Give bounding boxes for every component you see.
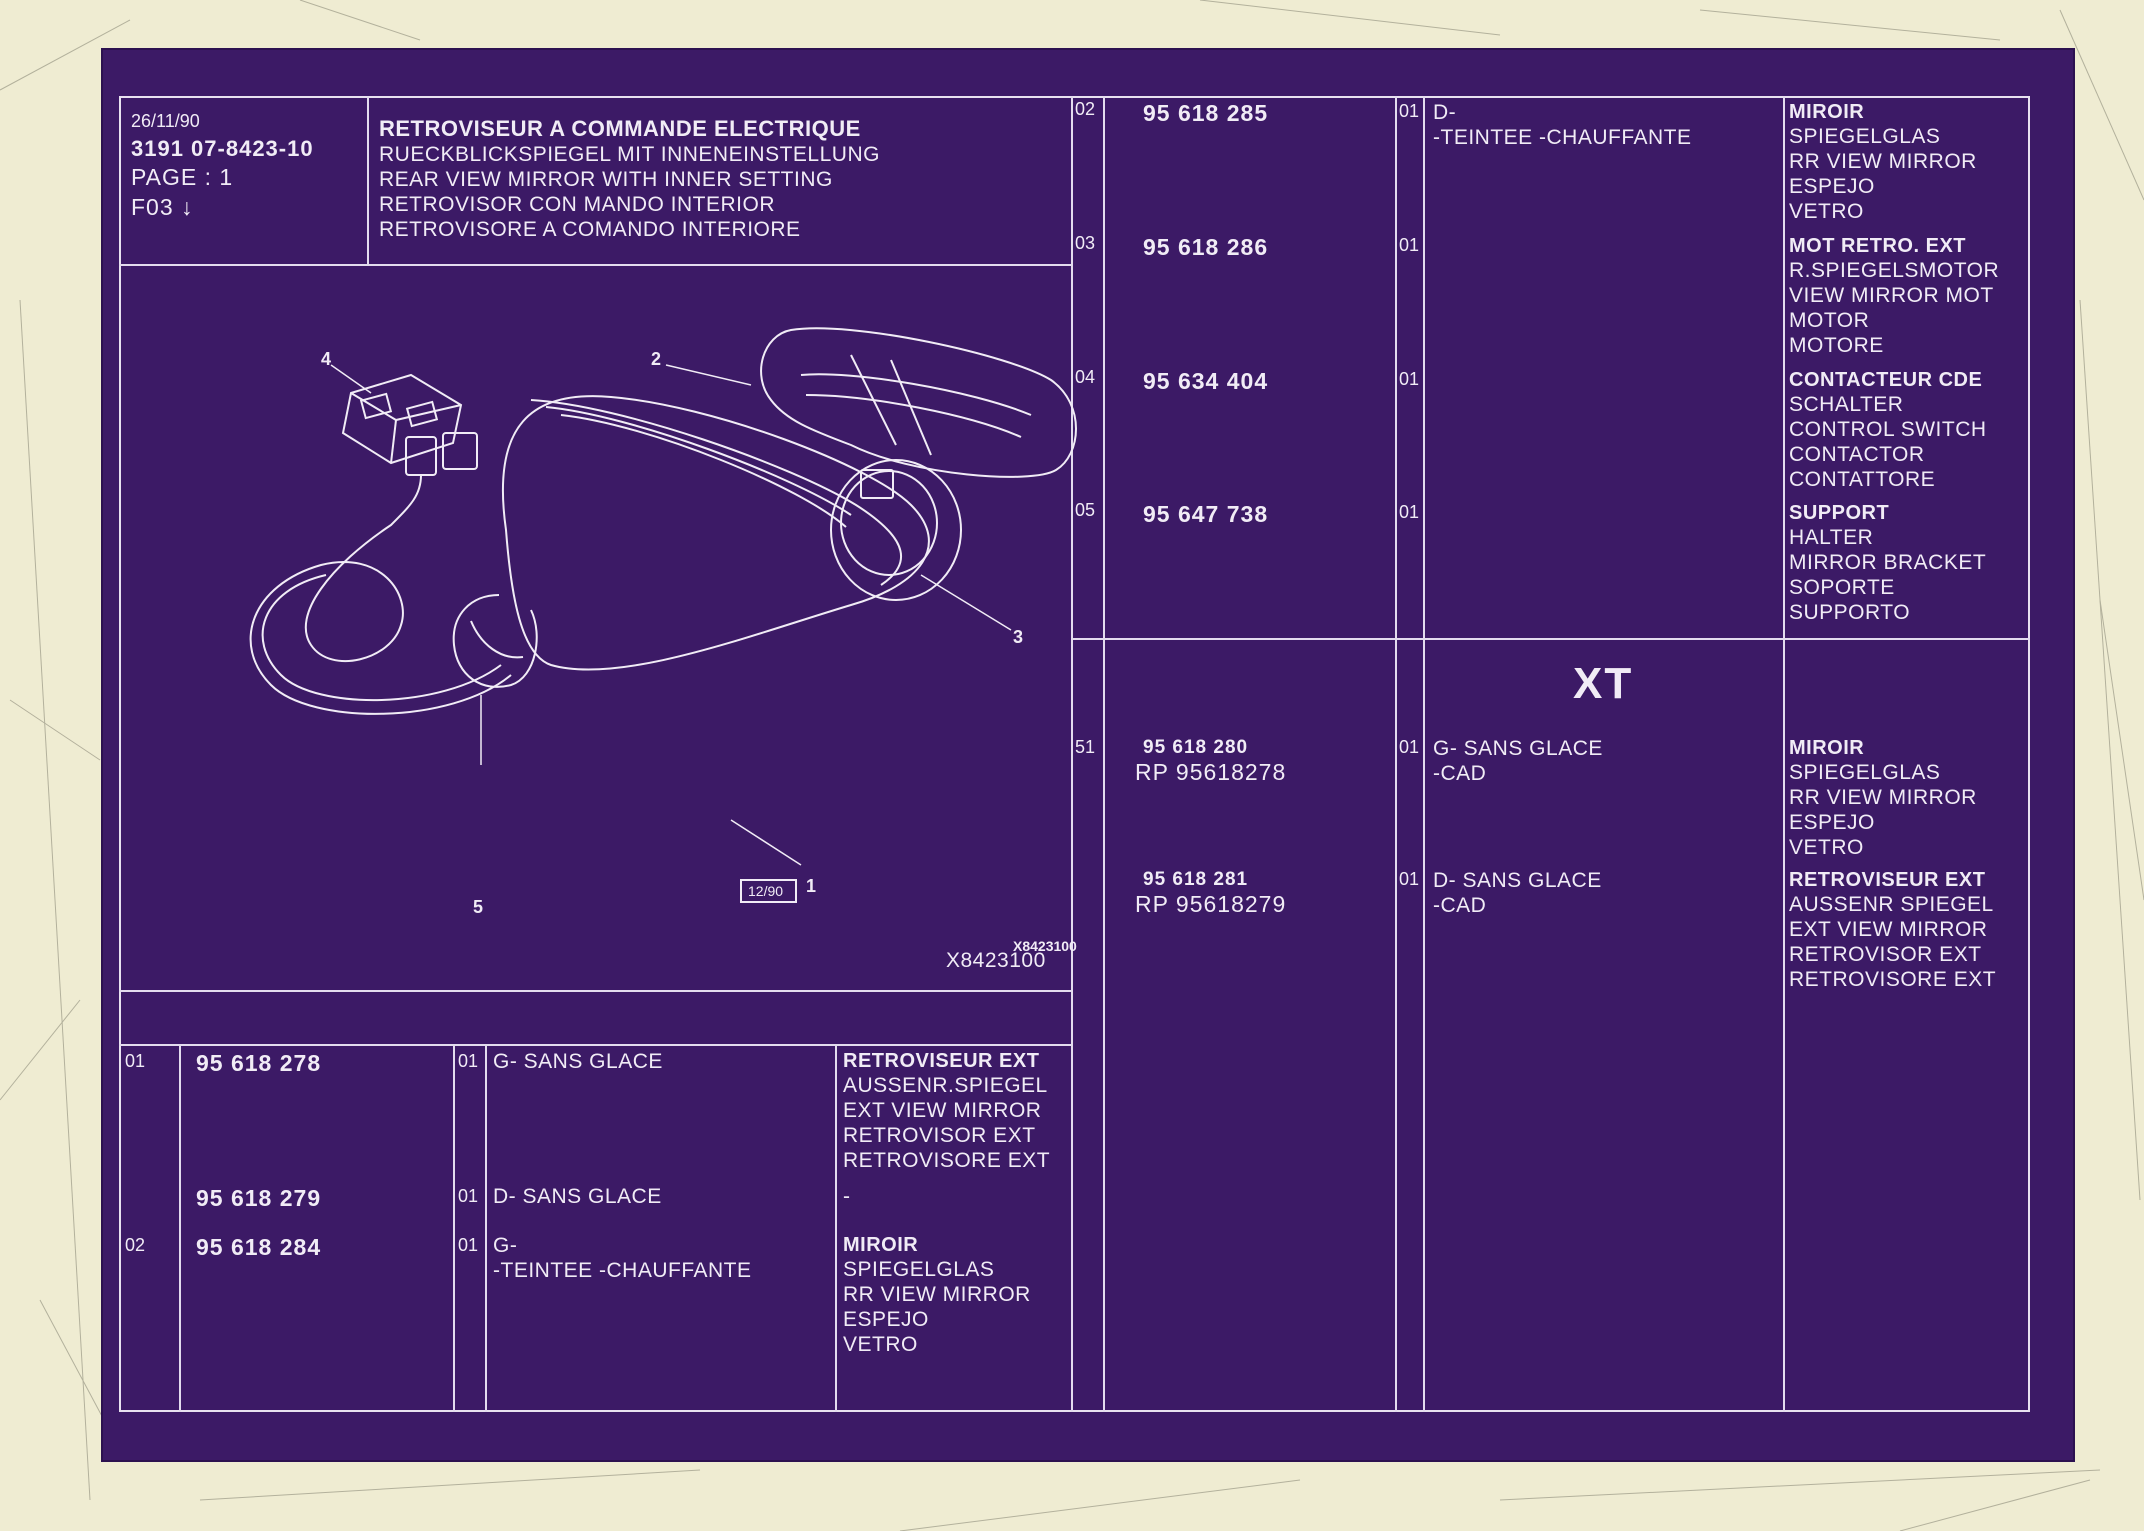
exploded-view-diagram: 1 2 3 4 5 12/90 X8423100 (249, 327, 1077, 954)
right-row-1-variant: D- -TEINTEE -CHAUFFANTE (1433, 101, 1692, 149)
rule-diagram-bottom (119, 990, 1073, 992)
rule-left-variant (485, 1044, 487, 1412)
xt-row-2-rp: RP 95618279 (1135, 891, 1287, 917)
right-row-1-item: 02 (1075, 99, 1096, 119)
sheet-code: 3191 07-8423-10 (131, 136, 314, 161)
title-it: RETROVISORE A COMANDO INTERIORE (379, 218, 801, 241)
right-row-1-desc: MIROIR SPIEGELGLAS RR VIEW MIRROR ESPEJO… (1789, 101, 1977, 223)
xt-row-2-part: 95 618 281 (1143, 869, 1249, 890)
left-row-2-variant: D- SANS GLACE (493, 1185, 662, 1208)
right-row-3-part: 95 634 404 (1143, 368, 1269, 394)
left-row-2-part: 95 618 279 (196, 1185, 322, 1211)
right-row-3-item: 04 (1075, 367, 1096, 387)
sheet-frame (119, 96, 2030, 1412)
rule-center (1071, 96, 1073, 1412)
left-row-2-qty: 01 (458, 1186, 479, 1206)
right-row-4-part: 95 647 738 (1143, 501, 1269, 527)
left-row-1-part: 95 618 278 (196, 1050, 322, 1076)
right-row-2-desc: MOT RETRO. EXT R.SPIEGELSMOTOR VIEW MIRR… (1789, 235, 2000, 357)
rule-right-desc (1783, 96, 1785, 1412)
rule-right-item (1103, 96, 1105, 1412)
rule-left-item (179, 1044, 181, 1412)
left-row-1-variant: G- SANS GLACE (493, 1050, 663, 1073)
diagram-ref-large: X8423100 (946, 949, 1046, 972)
diagram-stamp: 12/90 (748, 883, 783, 899)
sheet-ref: F03 ↓ (131, 194, 194, 220)
rule-right-variant (1423, 96, 1425, 1412)
xt-row-1-rp: RP 95618278 (1135, 759, 1287, 785)
rule-left-qty (453, 1044, 455, 1412)
xt-row-2-qty: 01 (1399, 869, 1420, 889)
rule-right-qty (1395, 96, 1397, 1412)
callout-4: 4 (321, 349, 331, 369)
left-row-1-item: 01 (125, 1051, 146, 1071)
xt-row-2-desc: RETROVISEUR EXT AUSSENR SPIEGEL EXT VIEW… (1789, 869, 1997, 991)
motor-drawing (830, 459, 962, 601)
xt-row-1-qty: 01 (1399, 737, 1420, 757)
right-row-2-item: 03 (1075, 233, 1096, 253)
xt-row-1-part: 95 618 280 (1143, 737, 1249, 758)
left-row-3-qty: 01 (458, 1235, 479, 1255)
left-row-2-desc: - (843, 1185, 851, 1208)
mirror-housing-drawing (501, 395, 930, 671)
rule-table-top (119, 1044, 1073, 1046)
xt-row-1-variant: G- SANS GLACE -CAD (1433, 737, 1603, 785)
right-row-1-part: 95 618 285 (1143, 100, 1269, 126)
right-row-4-item: 05 (1075, 500, 1096, 520)
leader-lines (330, 364, 1012, 866)
left-row-3-part: 95 618 284 (196, 1234, 322, 1260)
rule-xt (1071, 638, 2030, 640)
stamp-box (740, 879, 797, 903)
title-es: RETROVISOR CON MANDO INTERIOR (379, 193, 776, 216)
rule-header (119, 264, 1073, 266)
left-row-1-desc: RETROVISEUR EXT AUSSENR.SPIEGEL EXT VIEW… (843, 1050, 1051, 1172)
right-row-2-qty: 01 (1399, 235, 1420, 255)
left-row-3-variant: G- -TEINTEE -CHAUFFANTE (493, 1234, 752, 1282)
callout-1: 1 (806, 876, 816, 896)
right-row-1-qty: 01 (1399, 101, 1420, 121)
right-row-3-desc: CONTACTEUR CDE SCHALTER CONTROL SWITCH C… (1789, 369, 1987, 491)
callout-2: 2 (651, 349, 661, 369)
left-row-3-item: 02 (125, 1235, 146, 1255)
xt-row-1-item: 51 (1075, 737, 1096, 757)
mirror-mount-drawing (452, 594, 538, 688)
title-en: REAR VIEW MIRROR WITH INNER SETTING (379, 168, 833, 191)
parts-catalog-sheet: 26/11/90 3191 07-8423-10 PAGE : 1 F03 ↓ … (103, 50, 2073, 1460)
left-row-3-desc: MIROIR SPIEGELGLAS RR VIEW MIRROR ESPEJO… (843, 1234, 1031, 1356)
diagram-ref-small: X8423100 (1013, 938, 1077, 954)
right-row-2-part: 95 618 286 (1143, 234, 1269, 260)
left-row-1-qty: 01 (458, 1051, 479, 1071)
rule-header-split (367, 96, 369, 264)
callout-3: 3 (1013, 627, 1023, 647)
switch-drawing (341, 373, 463, 465)
mirror-glass-drawing (760, 327, 1077, 478)
wiring-harness-drawing (249, 432, 512, 715)
right-row-3-qty: 01 (1399, 369, 1420, 389)
sheet-date: 26/11/90 (131, 111, 200, 131)
sheet-page: PAGE : 1 (131, 164, 234, 190)
xt-section-label: XT (1573, 659, 1634, 708)
xt-row-2-variant: D- SANS GLACE -CAD (1433, 869, 1602, 917)
sheet-title: RETROVISEUR A COMMANDE ELECTRIQUE (379, 116, 861, 141)
right-row-4-desc: SUPPORT HALTER MIRROR BRACKET SOPORTE SU… (1789, 502, 1987, 624)
rule-left-desc (835, 1044, 837, 1412)
callout-5: 5 (473, 897, 483, 917)
right-row-4-qty: 01 (1399, 502, 1420, 522)
xt-row-1-desc: MIROIR SPIEGELGLAS RR VIEW MIRROR ESPEJO… (1789, 737, 1977, 859)
title-de: RUECKBLICKSPIEGEL MIT INNENEINSTELLUNG (379, 143, 880, 166)
